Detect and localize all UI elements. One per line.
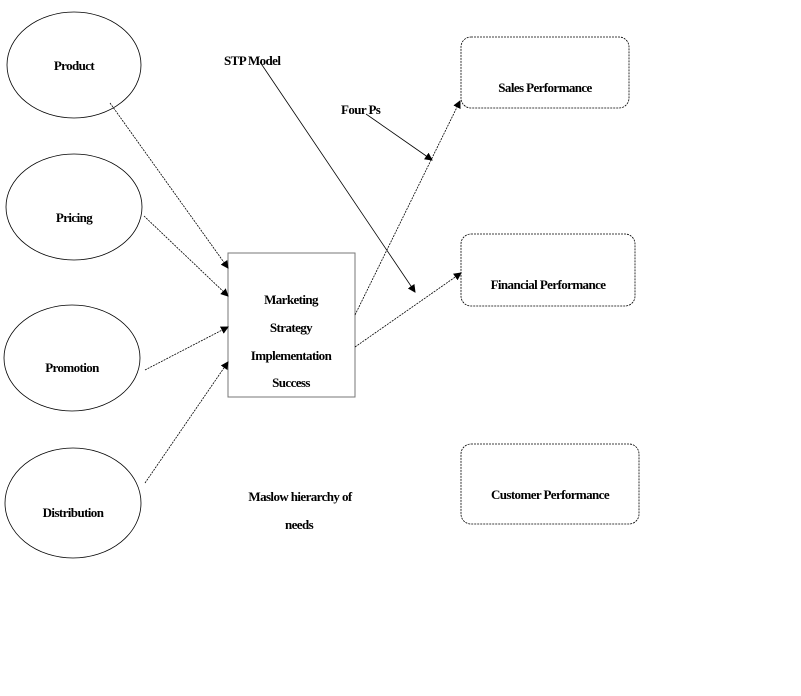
node-distribution-label: Distribution <box>43 505 105 520</box>
center-line-4: Success <box>272 375 310 390</box>
node-customer-performance: Customer Performance <box>460 443 640 525</box>
arrow-pricing-to-strategy <box>143 215 229 297</box>
arrow-strategy-to-financial <box>354 272 462 348</box>
center-line-2: Strategy <box>270 320 313 335</box>
arrow-strategy-to-sales <box>354 100 461 316</box>
arrow-promotion-to-strategy <box>144 326 229 371</box>
stp-model-label: STP Model <box>224 53 281 68</box>
node-marketing-strategy: Marketing Strategy Implementation Succes… <box>227 252 356 398</box>
node-product-label: Product <box>54 58 96 73</box>
node-pricing: Pricing <box>5 153 143 261</box>
node-promotion-label: Promotion <box>45 360 100 375</box>
center-line-1: Marketing <box>264 292 319 307</box>
arrow-product-to-strategy <box>109 102 229 269</box>
center-line-3: Implementation <box>251 348 333 363</box>
sales-performance-label: Sales Performance <box>498 80 592 95</box>
customer-performance-label: Customer Performance <box>491 487 610 502</box>
arrow-four-ps <box>365 113 433 161</box>
arrow-stp-model <box>259 61 416 293</box>
node-sales-performance: Sales Performance <box>460 36 630 109</box>
node-distribution: Distribution <box>4 447 142 559</box>
node-financial-performance: Financial Performance <box>460 233 636 307</box>
arrow-distribution-to-strategy <box>144 361 229 484</box>
four-ps-label: Four Ps <box>341 102 381 117</box>
node-promotion: Promotion <box>3 304 141 412</box>
node-product: Product <box>6 11 142 119</box>
node-pricing-label: Pricing <box>56 210 93 225</box>
maslow-label-line1: Maslow hierarchy of <box>248 489 352 504</box>
maslow-label-line2: needs <box>285 517 314 532</box>
financial-performance-label: Financial Performance <box>491 277 607 292</box>
